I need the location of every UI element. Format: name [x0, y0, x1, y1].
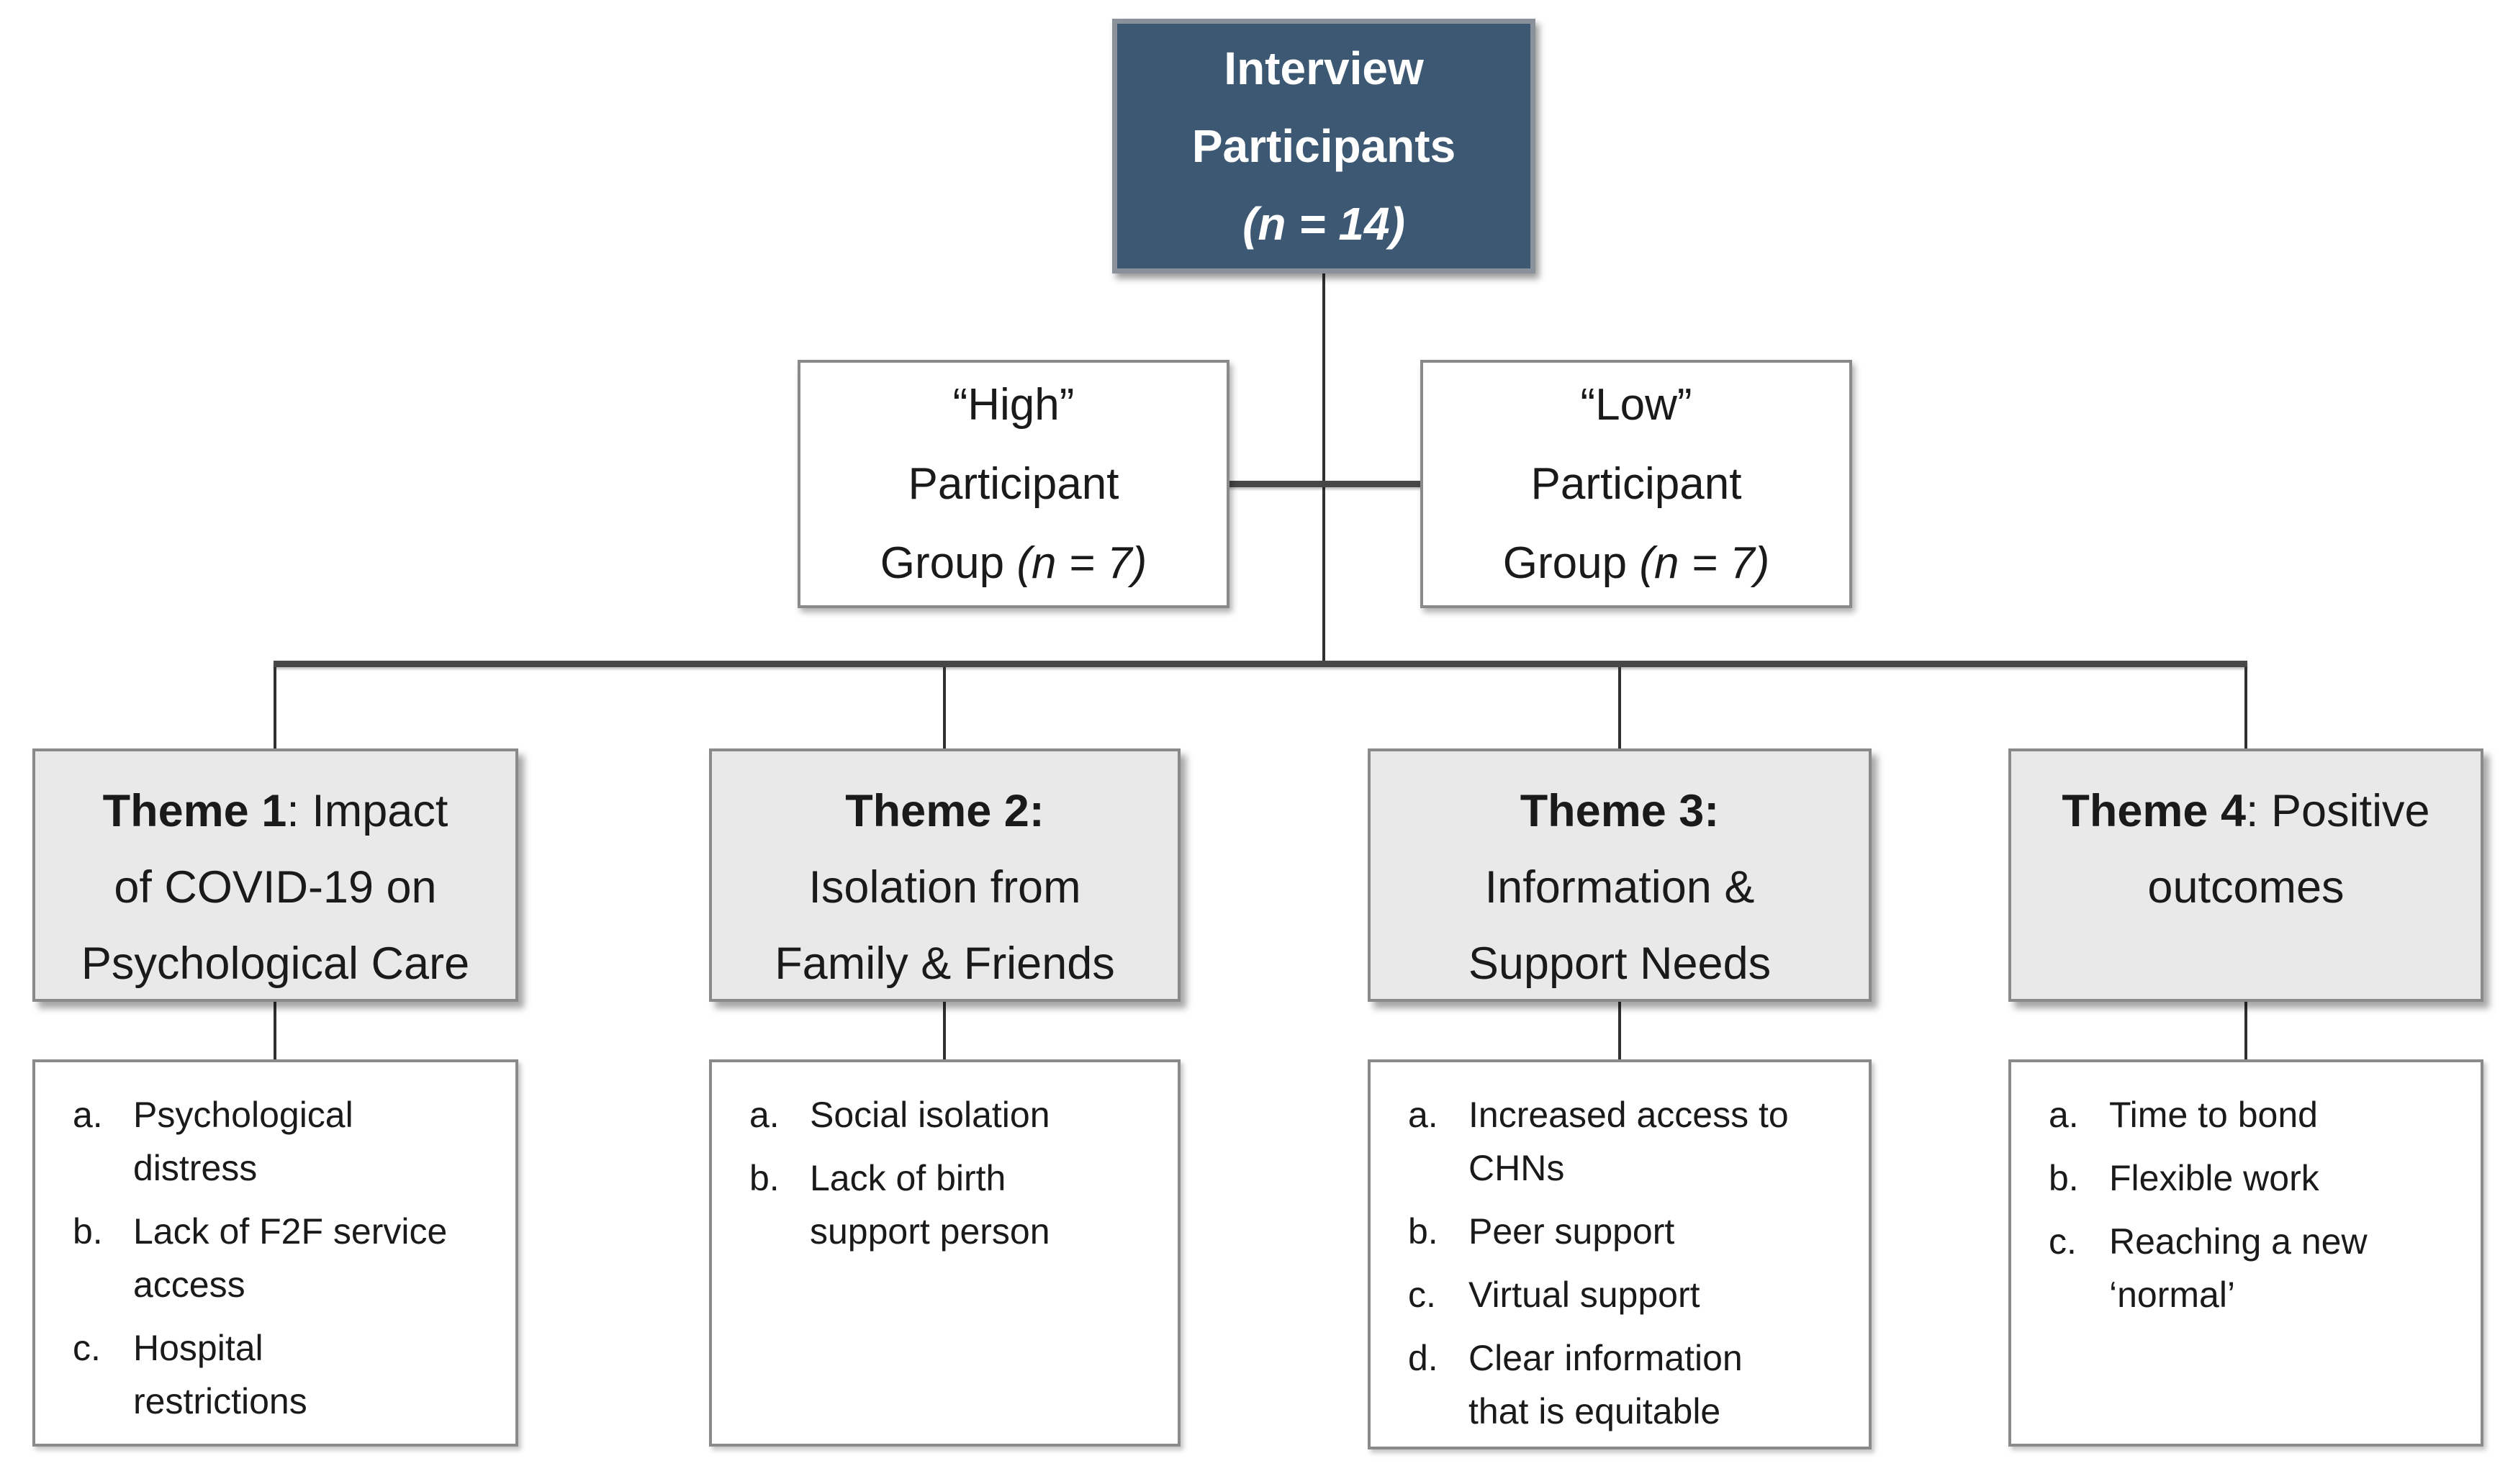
- group-high-line-3: Group (n = 7): [880, 538, 1147, 588]
- detail-box-theme-4: a.Time to bond b.Flexible work c.Reachin…: [2008, 1059, 2483, 1447]
- group-box-high: “High” Participant Group (n = 7): [798, 360, 1229, 608]
- theme4-line-2: outcomes: [2147, 862, 2345, 913]
- theme1-line-3: Psychological Care: [81, 938, 470, 989]
- root-line-2: Participants: [1191, 120, 1456, 172]
- detail-box-theme-2: a.Social isolation b.Lack of birth suppo…: [709, 1059, 1181, 1447]
- group-box-low: “Low” Participant Group (n = 7): [1420, 360, 1852, 608]
- connector-drop-theme-3: [1618, 667, 1621, 748]
- connector-theme4-detail: [2244, 1002, 2247, 1059]
- list-item: a.Time to bond: [2049, 1095, 2318, 1135]
- theme2-line-2: Isolation from: [808, 862, 1081, 913]
- theme1-line-2: of COVID-19 on: [114, 862, 437, 913]
- connector-group-bar: [1228, 481, 1422, 487]
- connector-root-drop: [1322, 273, 1325, 664]
- detail-box-theme-1: a.Psychological distress b.Lack of F2F s…: [32, 1059, 518, 1447]
- list-item: d.Clear information that is equitable: [1408, 1338, 1743, 1431]
- root-box-interview-participants: Interview Participants (n = 14): [1112, 19, 1535, 273]
- root-sample-size: (n = 14): [1242, 198, 1405, 250]
- group-low-line-1: “Low”: [1580, 379, 1692, 430]
- theme2-line-1: Theme 2:: [845, 786, 1044, 836]
- theme4-line-1: Theme 4: Positive: [2062, 786, 2430, 836]
- connector-drop-theme-4: [2244, 667, 2247, 748]
- list-item: a.Increased access to CHNs: [1408, 1095, 1789, 1188]
- group-high-sample-size: (n = 7): [1016, 538, 1147, 588]
- theme3-line-2: Information &: [1484, 862, 1755, 913]
- list-item: b.Flexible work: [2049, 1158, 2319, 1198]
- list-item: c.Reaching a new ‘normal’: [2049, 1221, 2368, 1315]
- list-item: c.Hospital restrictions: [73, 1328, 307, 1421]
- group-low-line-2: Participant: [1530, 458, 1742, 509]
- group-low-sample-size: (n = 7): [1639, 538, 1770, 588]
- list-item: a.Social isolation: [749, 1095, 1050, 1135]
- connector-theme2-detail: [943, 1002, 946, 1059]
- theme-box-1: Theme 1: Impact of COVID-19 on Psycholog…: [32, 748, 518, 1002]
- theme1-line-1: Theme 1: Impact: [102, 786, 448, 836]
- detail-box-theme-3: a.Increased access to CHNs b.Peer suppor…: [1368, 1059, 1872, 1449]
- theme-box-2: Theme 2: Isolation from Family & Friends: [709, 748, 1181, 1002]
- list-item: a.Psychological distress: [73, 1095, 353, 1188]
- connector-main-bar: [274, 661, 2247, 667]
- list-item: b.Peer support: [1408, 1211, 1675, 1252]
- group-high-line-1: “High”: [952, 379, 1075, 430]
- group-high-line-2: Participant: [908, 458, 1119, 509]
- theme-box-3: Theme 3: Information & Support Needs: [1368, 748, 1872, 1002]
- group-low-line-3: Group (n = 7): [1502, 538, 1770, 588]
- connector-theme3-detail: [1618, 1002, 1621, 1059]
- connector-drop-theme-2: [943, 667, 946, 748]
- connector-theme1-detail: [274, 1002, 276, 1059]
- list-item: c.Virtual support: [1408, 1275, 1700, 1315]
- theme3-line-1: Theme 3:: [1520, 786, 1720, 836]
- list-item: b.Lack of birth support person: [749, 1158, 1050, 1252]
- theme-box-4: Theme 4: Positive outcomes: [2008, 748, 2483, 1002]
- list-item: b.Lack of F2F service access: [73, 1211, 448, 1305]
- theme3-line-3: Support Needs: [1468, 938, 1772, 989]
- root-line-1: Interview: [1224, 42, 1424, 94]
- theme2-line-3: Family & Friends: [775, 938, 1115, 989]
- connector-drop-theme-1: [274, 667, 276, 748]
